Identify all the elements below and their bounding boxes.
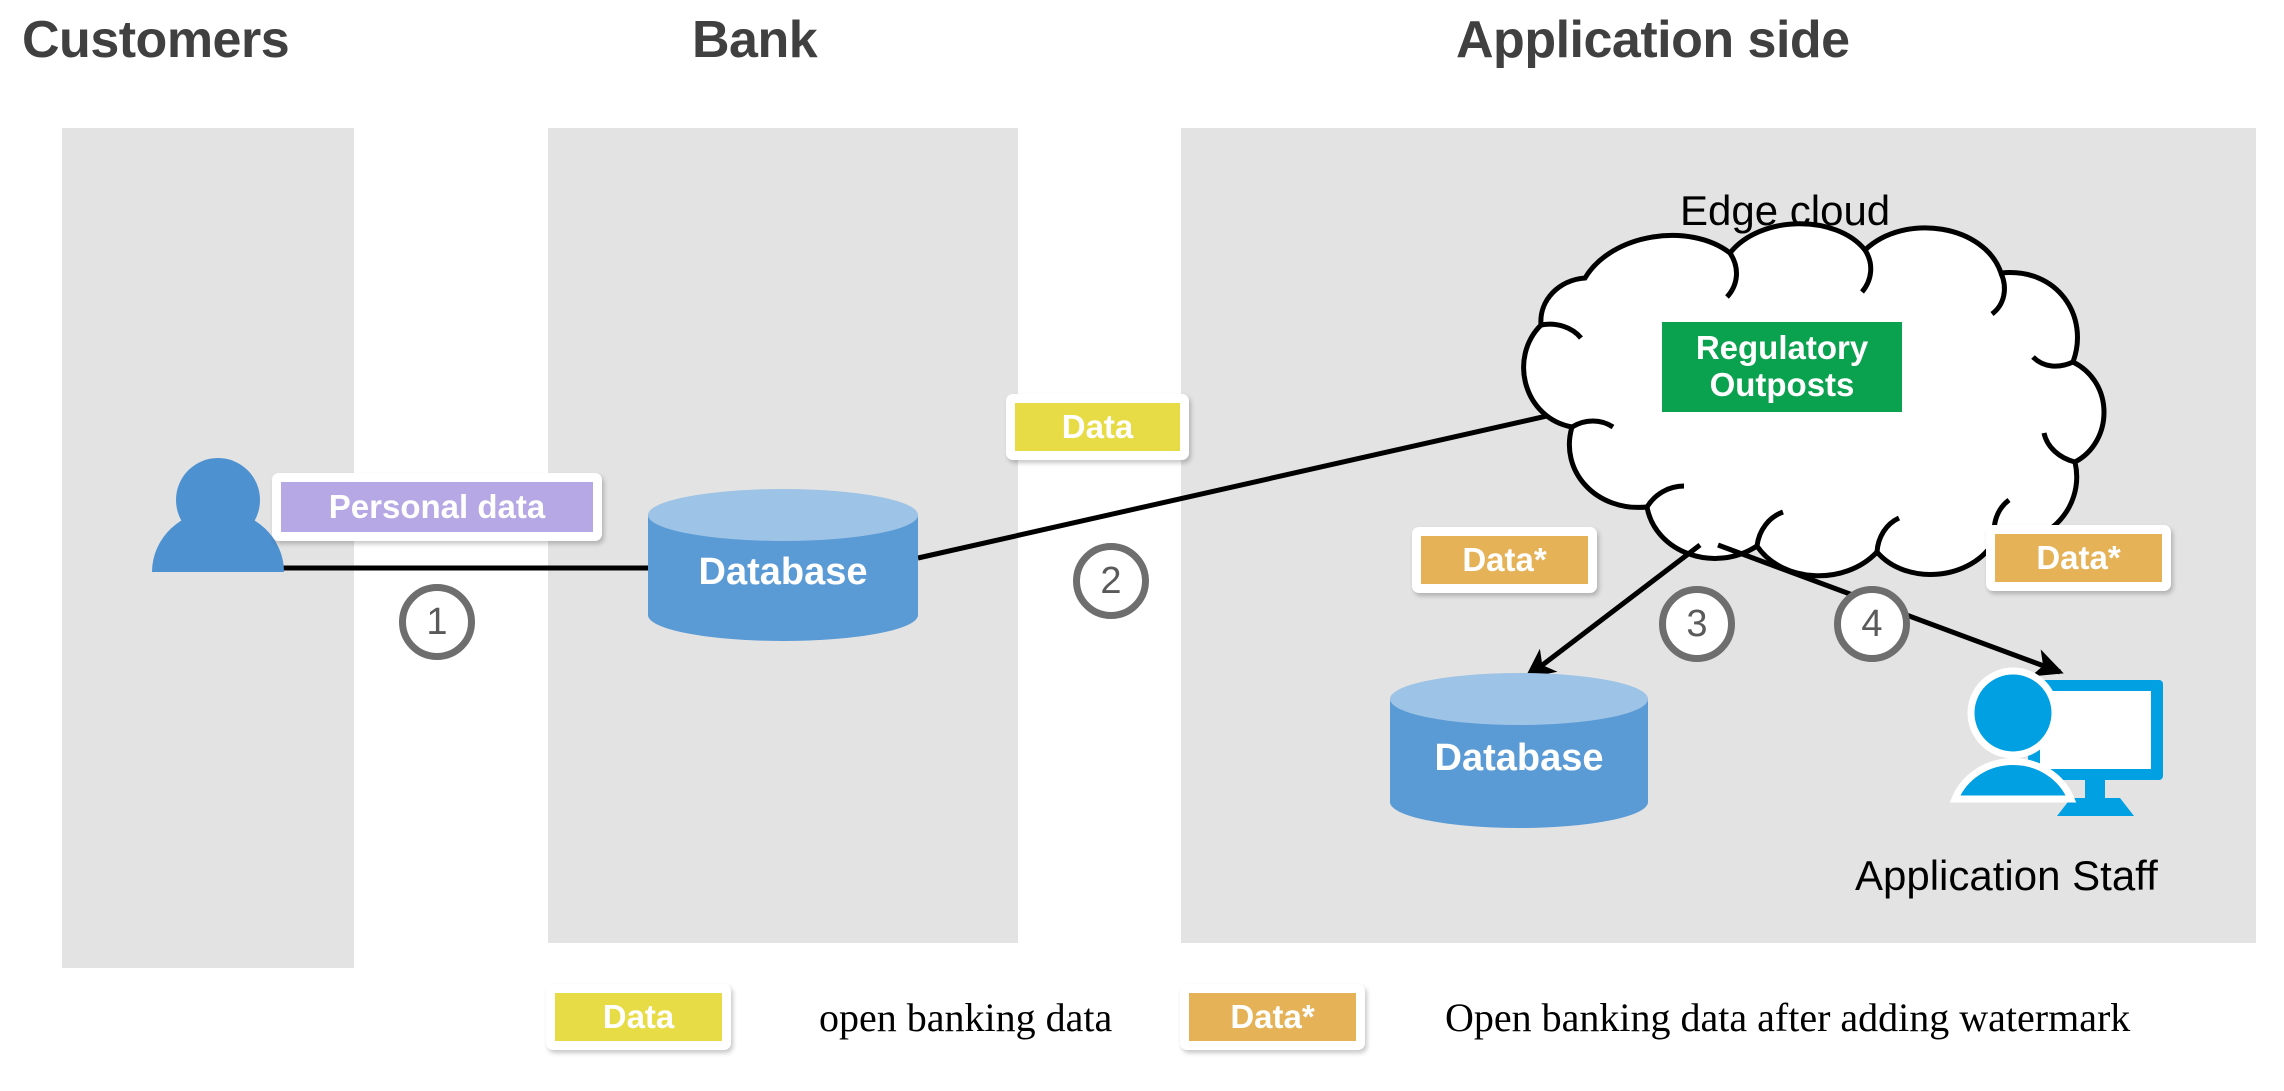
- database-bank-label: Database: [698, 551, 868, 593]
- chip-fill: Data*: [1189, 993, 1356, 1041]
- cylinder-top: [648, 489, 918, 541]
- database-bank[interactable]: Database: [648, 489, 918, 641]
- cloud-arc-3: [1990, 271, 2007, 316]
- regulatory-outposts-line-1: Regulatory: [1695, 329, 1869, 367]
- chip-fill: Data*: [1421, 536, 1588, 584]
- legend-description-data-star: Open banking data after adding watermark: [1445, 994, 2131, 1040]
- legend-chip-data-star-label: Data*: [1230, 998, 1315, 1035]
- chip-data-bank[interactable]: Data: [1006, 394, 1189, 460]
- cylinder-top: [1390, 673, 1648, 725]
- legend-chip-data-star: Data*: [1180, 984, 1365, 1050]
- chip-data-star-database-label: Data*: [1462, 541, 1547, 578]
- application-staff-icon: [1949, 667, 2163, 816]
- application-staff-label: Application Staff: [1855, 852, 2158, 899]
- cloud-arc-11: [1540, 321, 1583, 340]
- chip-fill: Data*: [1995, 534, 2162, 582]
- page-title-bank: Bank: [692, 11, 818, 69]
- chip-data-star-staff[interactable]: Data*: [1986, 525, 2171, 591]
- cloud-arc-4: [2031, 355, 2075, 369]
- regulatory-outposts-line-2: Outposts: [1709, 366, 1855, 403]
- database-application[interactable]: Database: [1390, 673, 1648, 828]
- chip-personal-data-label: Personal data: [328, 488, 546, 525]
- cloud-arc-2: [1860, 248, 1874, 294]
- cloud-arc-5: [2041, 432, 2076, 465]
- page-title-customers: Customers: [22, 11, 290, 69]
- legend-item-data-star: Data* Open banking data after adding wat…: [1180, 984, 2130, 1050]
- connector-step-3: [1524, 543, 1702, 679]
- legend-chip-data: Data: [546, 984, 731, 1050]
- chip-data-star-staff-label: Data*: [2036, 539, 2121, 576]
- legend-description-data: open banking data: [819, 994, 1113, 1040]
- step-badge-2: 2: [1073, 543, 1149, 619]
- chip-data-star-database[interactable]: Data*: [1412, 527, 1597, 593]
- database-application-label: Database: [1434, 737, 1604, 779]
- connector-step-2: [917, 410, 1561, 561]
- regulatory-outposts-box[interactable]: Regulatory Outposts: [1662, 322, 1902, 412]
- chip-fill: Data: [1015, 403, 1180, 451]
- legend-item-data: Data open banking data: [546, 984, 1112, 1050]
- cloud-arc-10: [1570, 418, 1615, 430]
- chip-data-bank-label: Data: [1061, 408, 1134, 445]
- cloud-arc-9: [1644, 483, 1685, 509]
- step-badge-1: 1: [399, 584, 475, 660]
- chip-fill: Personal data: [281, 482, 593, 532]
- step-badge-3: 3: [1659, 586, 1735, 662]
- legend-chip-data-label: Data: [602, 998, 675, 1035]
- cloud-arc-1: [1725, 251, 1739, 299]
- edge-cloud-label: Edge cloud: [1680, 187, 1891, 234]
- page-title-application-side: Application side: [1456, 11, 1850, 69]
- step-badge-4: 4: [1834, 586, 1910, 662]
- cloud-arc-7: [1874, 515, 1901, 553]
- chip-personal-data[interactable]: Personal data: [272, 473, 602, 541]
- chip-fill: Data: [555, 993, 722, 1041]
- cloud-arc-8: [1754, 509, 1784, 547]
- customer-person-icon: [152, 458, 284, 572]
